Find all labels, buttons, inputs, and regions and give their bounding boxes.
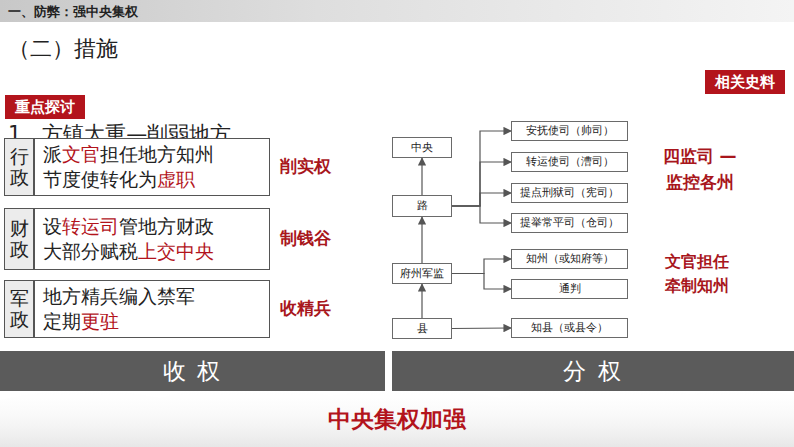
connector-arrow	[452, 206, 511, 223]
ink-mountains	[0, 383, 794, 447]
effect-note: 制钱谷	[280, 227, 331, 250]
connector-arrow	[452, 327, 511, 329]
category-box: 财政	[4, 208, 34, 270]
node-text: 知州（或知府等）	[526, 252, 614, 266]
connector-arrow	[421, 284, 422, 318]
office-box: 通判	[511, 279, 628, 299]
category-box: 行政	[4, 138, 34, 196]
node-text: 县	[417, 322, 428, 336]
connector-arrow	[452, 259, 511, 274]
level-box: 路	[392, 195, 452, 217]
node-text: 安抚使司（帅司）	[526, 124, 614, 138]
connector-arrow	[452, 131, 511, 206]
measure-box: 地方精兵编入禁军 定期更驻	[34, 280, 270, 338]
node-text: 中央	[411, 141, 433, 155]
level-box: 中央	[392, 137, 452, 158]
header-bar	[0, 0, 794, 22]
node-text: 行政	[10, 146, 29, 188]
office-box: 转运使司（漕司）	[511, 152, 628, 172]
category-box: 军政	[4, 280, 34, 338]
section-heading: （二）措施	[8, 34, 118, 64]
office-box: 安抚使司（帅司）	[511, 121, 628, 141]
source-note: 四监司 —监控各州	[652, 144, 747, 195]
measure-box: 派文官担任地方知州 节度使转化为虚职	[34, 138, 270, 196]
summary-band: 分 权	[392, 351, 794, 391]
node-text: 知县（或县令）	[531, 321, 608, 335]
connector-arrow	[421, 158, 422, 195]
office-box: 知县（或县令）	[511, 318, 628, 338]
measure-box: 设转运司管地方财政 大部分赋税上交中央	[34, 208, 270, 270]
office-box: 提举常平司（仓司）	[511, 213, 628, 233]
tag-box: 相关史料	[705, 70, 785, 94]
office-box: 提点刑狱司（宪司）	[511, 183, 628, 203]
node-text: 府州军监	[400, 267, 444, 281]
node-text: 分 权	[563, 356, 622, 387]
tag-box: 重点探讨	[5, 95, 85, 119]
level-box: 县	[392, 318, 452, 339]
node-text: 地方精兵编入禁军 定期更驻	[43, 284, 225, 333]
node-text: 重点探讨	[15, 98, 75, 117]
node-text: 设转运司管地方财政 大部分赋税上交中央	[43, 214, 225, 263]
office-box: 知州（或知府等）	[511, 249, 628, 269]
conclusion-caption: 中央集权加强	[0, 404, 794, 435]
connector-arrow	[421, 217, 422, 263]
node-text: 路	[417, 199, 428, 213]
effect-note: 收精兵	[280, 297, 331, 320]
level-box: 府州军监	[392, 263, 452, 284]
summary-band: 收 权	[0, 351, 385, 391]
effect-note: 削实权	[280, 155, 331, 178]
node-text: 相关史料	[715, 73, 775, 92]
node-text: 通判	[559, 282, 581, 296]
node-text: 财政	[10, 218, 29, 260]
source-note: 文官担任 牵制知州	[660, 250, 734, 298]
slide-title: 一、防弊：强中央集权	[8, 3, 138, 21]
connector-arrow	[452, 162, 511, 206]
node-text: 军政	[10, 288, 29, 330]
connector-arrow	[452, 274, 511, 290]
node-text: 收 权	[163, 356, 222, 387]
connector-arrow	[452, 193, 511, 206]
node-text: 提举常平司（仓司）	[520, 216, 619, 230]
node-text: 提点刑狱司（宪司）	[520, 186, 619, 200]
node-text: 转运使司（漕司）	[526, 155, 614, 169]
node-text: 派文官担任地方知州 节度使转化为虚职	[43, 142, 225, 191]
